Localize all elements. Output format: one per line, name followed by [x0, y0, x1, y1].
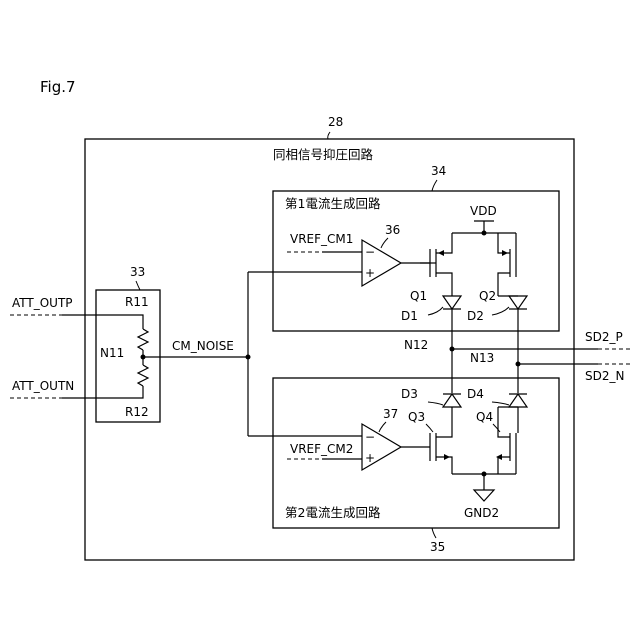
- diode-d3: [443, 394, 461, 407]
- diode-d1: [443, 296, 461, 309]
- resistor-r12: [138, 365, 148, 386]
- q4-label: Q4: [476, 410, 493, 424]
- d4-label: D4: [467, 387, 484, 401]
- amp1-leader: [381, 238, 388, 248]
- q3-arrow: [444, 454, 450, 460]
- main-block-leader: [328, 132, 330, 139]
- q3-label: Q3: [408, 410, 425, 424]
- q1-label: Q1: [410, 289, 427, 303]
- divider-block-ref: 33: [130, 265, 145, 279]
- q3-leader: [426, 424, 433, 432]
- vref-cm2-label: VREF_CM2: [290, 442, 353, 456]
- q2-arrow: [502, 250, 508, 256]
- cm-noise-label: CM_NOISE: [172, 339, 234, 353]
- first-block-ref: 34: [431, 164, 446, 178]
- amp2-minus-sign: −: [365, 430, 375, 444]
- n13-label: N13: [470, 351, 494, 365]
- q2-source-wire: [498, 233, 510, 253]
- divider-block-leader: [136, 281, 140, 290]
- q4-leader: [493, 424, 500, 432]
- att-outp-wire: [62, 315, 143, 329]
- q1-arrow: [438, 250, 444, 256]
- q3-drain-wire: [436, 433, 452, 437]
- q2-label: Q2: [479, 289, 496, 303]
- q4-drain-wire: [498, 407, 510, 437]
- d4-leader: [492, 402, 509, 405]
- amp1-plus-sign: +: [365, 266, 375, 280]
- sd2-n-label: SD2_N: [585, 369, 624, 383]
- n12-label: N12: [404, 338, 428, 352]
- second-block-ref: 35: [430, 540, 445, 554]
- d2-label: D2: [467, 309, 484, 323]
- amp2-leader: [379, 422, 386, 432]
- d3-leader: [428, 402, 443, 405]
- amp1-minus-sign: −: [365, 245, 375, 259]
- second-block-leader: [432, 528, 436, 538]
- q4-arrow: [496, 454, 502, 460]
- second-block-title: 第2電流生成回路: [285, 505, 381, 520]
- diode-d4: [509, 394, 527, 407]
- amp1-ref: 36: [385, 223, 400, 237]
- att-outn-label: ATT_OUTN: [12, 379, 74, 393]
- q4-source-wire: [498, 457, 510, 474]
- vref-cm1-label: VREF_CM1: [290, 232, 353, 246]
- first-block-leader: [432, 180, 437, 191]
- first-block-title: 第1電流生成回路: [285, 196, 381, 211]
- diode-d2: [509, 296, 527, 309]
- main-block-ref: 28: [328, 115, 343, 129]
- gnd2-label: GND2: [464, 506, 499, 520]
- q1-drain-wire: [436, 273, 452, 296]
- d2-leader: [492, 307, 509, 315]
- resistor-r11: [138, 329, 148, 350]
- gnd2-symbol: [474, 490, 494, 501]
- n11-label: N11: [100, 346, 124, 360]
- sd2-p-label: SD2_P: [585, 330, 623, 344]
- vdd-label: VDD: [470, 204, 497, 218]
- att-outp-label: ATT_OUTP: [12, 296, 73, 310]
- r12-label: R12: [125, 405, 149, 419]
- q2-drain-wire: [498, 273, 510, 296]
- d1-leader: [428, 307, 443, 315]
- amp2-plus-sign: +: [365, 451, 375, 465]
- main-block-title: 同相信号抑圧回路: [273, 147, 374, 162]
- figure-label: Fig.7: [40, 78, 76, 96]
- d1-label: D1: [401, 309, 418, 323]
- d3-label: D3: [401, 387, 418, 401]
- r11-label: R11: [125, 295, 149, 309]
- amp2-ref: 37: [383, 407, 398, 421]
